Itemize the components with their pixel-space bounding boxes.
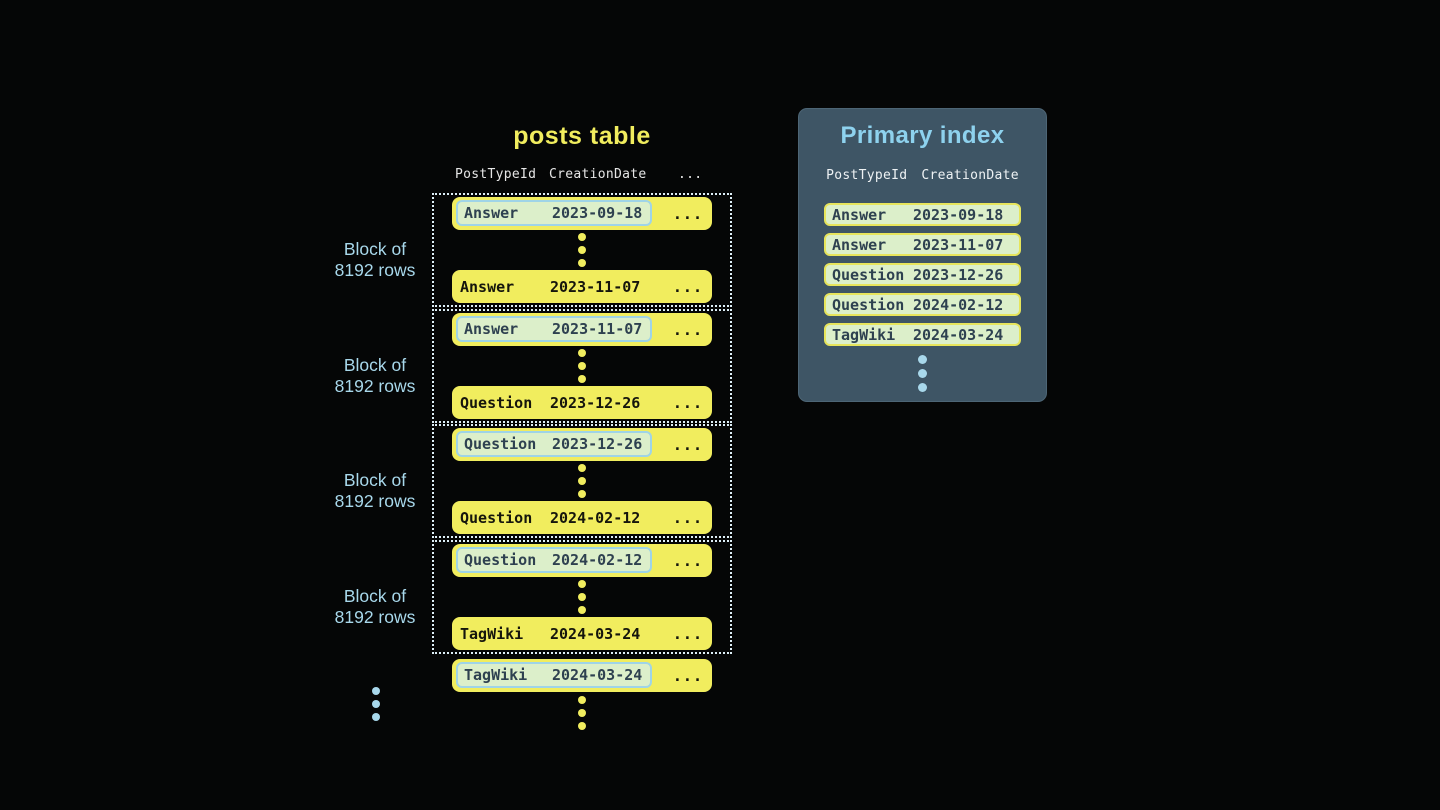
- creation-date-cell: 2023-11-07: [550, 277, 641, 296]
- row-ellipsis: ...: [672, 204, 703, 223]
- post-type-cell: Answer: [464, 320, 519, 338]
- index-entry: Question 2023-12-26: [824, 263, 1021, 286]
- column-header-ellipsis: ...: [678, 167, 703, 182]
- table-row: TagWiki 2024-03-24 ...: [452, 617, 712, 650]
- creation-date-cell: 2024-02-12: [550, 508, 641, 527]
- block-label-1: Block of 8192 rows: [290, 239, 460, 281]
- block-label-line1: Block of: [343, 586, 407, 606]
- table-row: TagWiki 2024-03-24 ...: [452, 659, 712, 692]
- indexed-row-highlight: TagWiki 2024-03-24: [456, 662, 652, 688]
- creation-date-cell: 2023-09-18: [913, 205, 1004, 224]
- row-block-4: Question 2024-02-12 ... TagWiki 2024-03-…: [432, 540, 732, 654]
- creation-date-cell: 2023-12-26: [550, 393, 641, 412]
- block-label-line2: 8192 rows: [334, 260, 416, 280]
- primary-index-title: Primary index: [840, 122, 1005, 149]
- post-type-cell: TagWiki: [832, 325, 896, 344]
- row-ellipsis: ...: [672, 393, 703, 412]
- vertical-ellipsis-icon: [300, 687, 452, 721]
- row-ellipsis: ...: [672, 666, 703, 685]
- creation-date-cell: 2023-12-26: [913, 265, 1004, 284]
- creation-date-cell: 2024-02-12: [552, 551, 643, 569]
- index-entry: Answer 2023-11-07: [824, 233, 1021, 256]
- vertical-ellipsis-icon: [434, 464, 730, 498]
- creation-date-cell: 2024-03-24: [913, 325, 1004, 344]
- block-label-line2: 8192 rows: [334, 607, 416, 627]
- row-ellipsis: ...: [672, 277, 703, 296]
- block-label-4: Block of 8192 rows: [290, 586, 460, 628]
- block-label-line1: Block of: [343, 470, 407, 490]
- row-block-3: Question 2023-12-26 ... Question 2024-02…: [432, 424, 732, 538]
- vertical-ellipsis-icon: [799, 355, 1046, 392]
- row-block-2: Answer 2023-11-07 ... Question 2023-12-2…: [432, 309, 732, 423]
- vertical-ellipsis-icon: [434, 349, 730, 383]
- primary-index-panel: Primary index PostTypeId CreationDate Ans…: [798, 108, 1047, 402]
- row-block-1: Answer 2023-09-18 ... Answer 2023-11-07 …: [432, 193, 732, 307]
- index-entry: Answer 2023-09-18: [824, 203, 1021, 226]
- post-type-cell: Answer: [832, 235, 887, 254]
- table-row: Answer 2023-11-07 ...: [452, 270, 712, 303]
- post-type-cell: Question: [460, 393, 533, 412]
- vertical-ellipsis-icon: [452, 696, 712, 730]
- index-entry: TagWiki 2024-03-24: [824, 323, 1021, 346]
- creation-date-cell: 2024-02-12: [913, 295, 1004, 314]
- creation-date-cell: 2023-09-18: [552, 204, 643, 222]
- table-row: Question 2024-02-12 ...: [452, 544, 712, 577]
- creation-date-cell: 2023-11-07: [913, 235, 1004, 254]
- block-label-2: Block of 8192 rows: [290, 355, 460, 397]
- block-label-line1: Block of: [343, 239, 407, 259]
- vertical-ellipsis-icon: [434, 580, 730, 614]
- table-row: Question 2023-12-26 ...: [452, 428, 712, 461]
- row-ellipsis: ...: [672, 551, 703, 570]
- post-type-cell: TagWiki: [464, 666, 528, 684]
- creation-date-cell: 2023-12-26: [552, 435, 643, 453]
- post-type-cell: Answer: [464, 204, 519, 222]
- post-type-cell: Question: [832, 265, 905, 284]
- table-row: Question 2024-02-12 ...: [452, 501, 712, 534]
- indexed-row-highlight: Question 2024-02-12: [456, 547, 652, 573]
- block-label-line1: Block of: [343, 355, 407, 375]
- creation-date-cell: 2024-03-24: [552, 666, 643, 684]
- block-label-line2: 8192 rows: [334, 491, 416, 511]
- index-entry: Question 2024-02-12: [824, 293, 1021, 316]
- table-row: Answer 2023-09-18 ...: [452, 197, 712, 230]
- row-ellipsis: ...: [672, 435, 703, 454]
- creation-date-cell: 2024-03-24: [550, 624, 641, 643]
- table-row: Question 2023-12-26 ...: [452, 386, 712, 419]
- post-type-cell: Answer: [460, 277, 515, 296]
- column-header-posttypeid: PostTypeId: [826, 168, 908, 183]
- post-type-cell: Question: [460, 508, 533, 527]
- block-label-line2: 8192 rows: [334, 376, 416, 396]
- posts-table-title: posts table: [513, 122, 651, 150]
- post-type-cell: Question: [832, 295, 905, 314]
- column-header-creationdate: CreationDate: [921, 168, 1019, 183]
- indexed-row-highlight: Answer 2023-09-18: [456, 200, 652, 226]
- row-ellipsis: ...: [672, 624, 703, 643]
- row-ellipsis: ...: [672, 320, 703, 339]
- indexed-row-highlight: Answer 2023-11-07: [456, 316, 652, 342]
- table-row: Answer 2023-11-07 ...: [452, 313, 712, 346]
- column-header-posttypeid: PostTypeId: [455, 167, 537, 182]
- post-type-cell: Answer: [832, 205, 887, 224]
- post-type-cell: TagWiki: [460, 624, 524, 643]
- column-header-creationdate: CreationDate: [549, 167, 647, 182]
- post-type-cell: Question: [464, 435, 537, 453]
- primary-index-column-headers: PostTypeId CreationDate: [799, 168, 1046, 183]
- indexed-row-highlight: Question 2023-12-26: [456, 431, 652, 457]
- vertical-ellipsis-icon: [434, 233, 730, 267]
- post-type-cell: Question: [464, 551, 537, 569]
- block-label-3: Block of 8192 rows: [290, 470, 460, 512]
- row-ellipsis: ...: [672, 508, 703, 527]
- creation-date-cell: 2023-11-07: [552, 320, 643, 338]
